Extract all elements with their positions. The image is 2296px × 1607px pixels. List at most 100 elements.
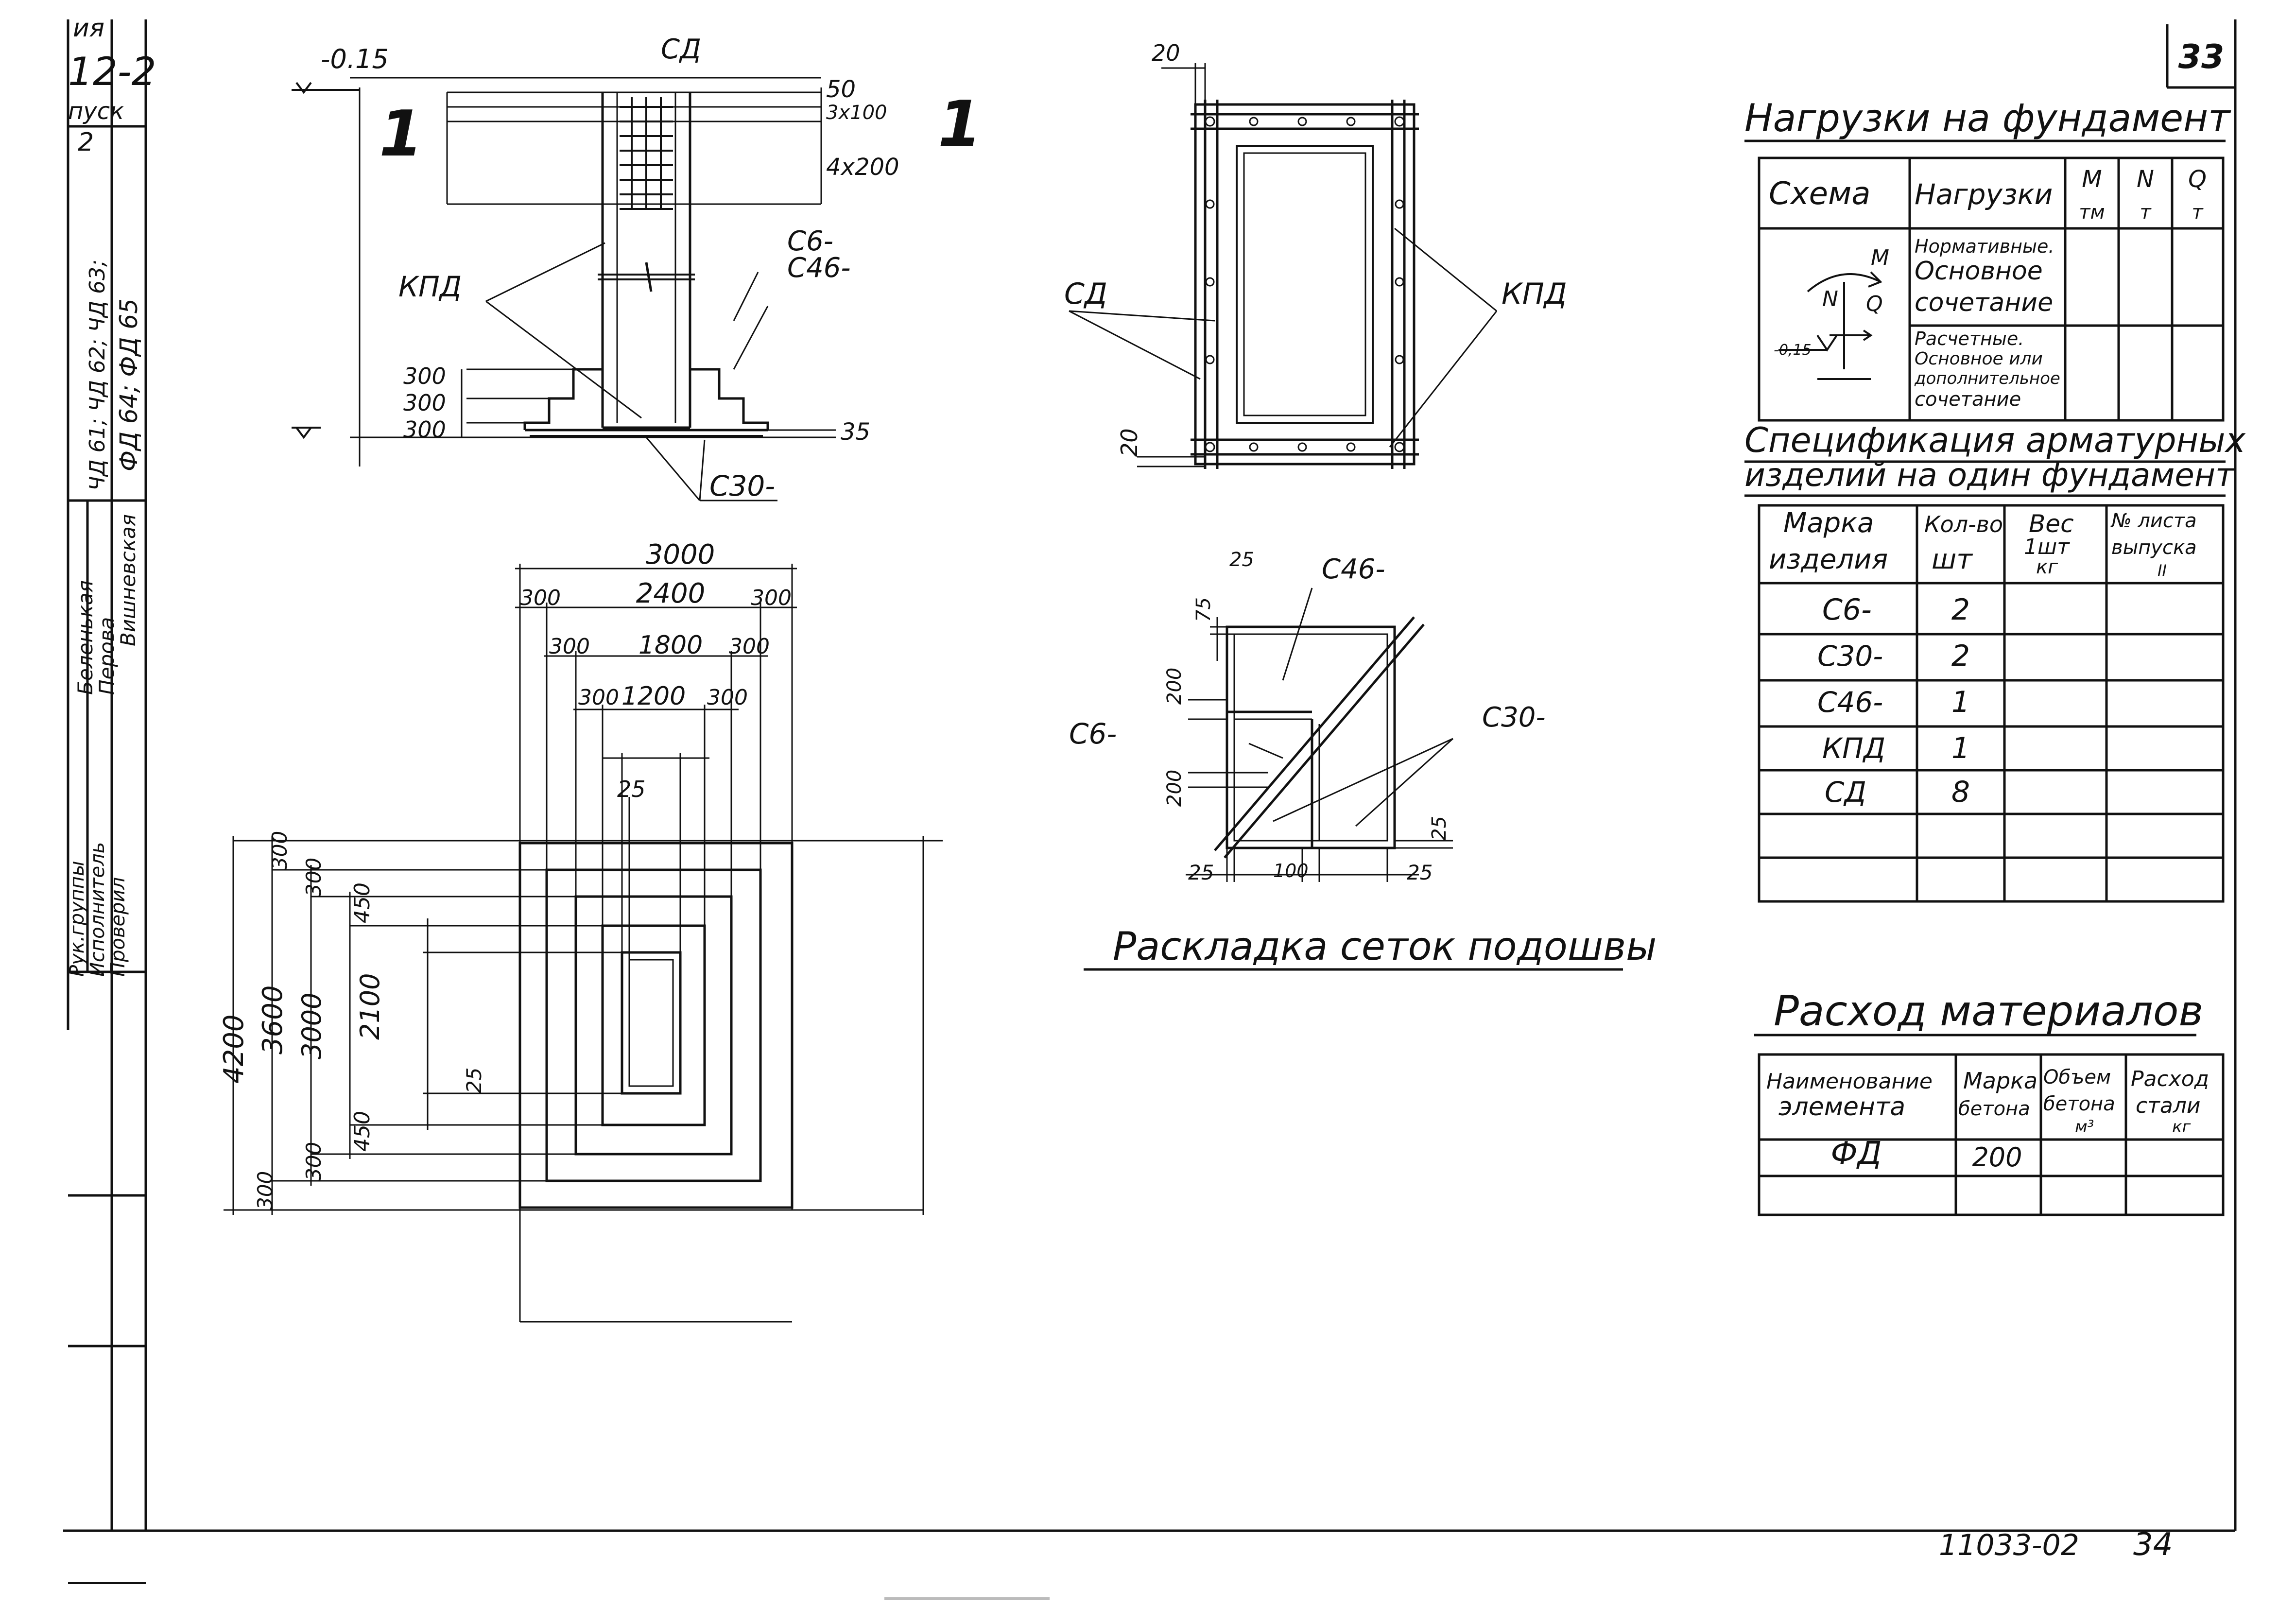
loads-title: Нагрузки на фундамент (1744, 97, 2231, 140)
loads-header-scheme: Схема (1769, 176, 1870, 212)
materials-header-volume-1: Объем (2043, 1066, 2111, 1089)
dim-300-v-4: 300 (253, 1171, 277, 1210)
foundation-plan: 3000 2400 1800 1200 300 300 300 300 300 … (218, 539, 943, 1323)
materials-row-grade: 200 (1972, 1142, 2022, 1173)
stamp-ref-2: ФД 64; ФД 65 (115, 298, 143, 471)
spec-header-qty-2: шт (1932, 544, 1973, 575)
scheme-elev: -0,15 (1774, 342, 1812, 359)
mesh-dim-200-a: 200 (1163, 668, 1186, 705)
loads-header-loads: Нагрузки (1915, 178, 2053, 211)
dim-20-top: 20 (1152, 40, 1180, 66)
sheet-frame (63, 19, 2237, 1584)
mesh-dim-25-d: 25 (1428, 816, 1450, 841)
spec-row: КПД 1 (1822, 731, 1970, 765)
dim-300-top-r: 300 (751, 586, 792, 610)
dim-3600: 3600 (257, 985, 289, 1054)
spec-header-sheet-3: II (2158, 561, 2167, 580)
section-1-1: -0.15 СД 1 1 50 3х100 4х200 КПД С6- С46-… (292, 34, 982, 502)
materials-header-name-1: Наименование (1766, 1069, 1933, 1094)
load-scheme-sketch (1778, 271, 1882, 380)
dim-450-top: 450 (350, 882, 375, 923)
materials-header-steel-2: стали (2136, 1093, 2201, 1118)
dim-20-bottom: 20 (1116, 428, 1142, 457)
loads-header-n: N (2137, 166, 2154, 193)
stamp-name-2: Перова (95, 617, 119, 695)
corner-bars (1205, 116, 1405, 452)
section-mark-left: 1 (379, 97, 423, 171)
stamp-role-3: Проверил (107, 877, 129, 977)
spec-row-mark: КПД (1822, 732, 1885, 765)
label-sd: СД (661, 34, 701, 65)
stamp-name-3: Вишневская (116, 514, 140, 646)
sheet-number: 34 (2133, 1527, 2173, 1563)
spec-header-mark-1: Марка (1783, 507, 1874, 539)
spec-header-weight-1: Вес (2029, 510, 2074, 538)
cage-bars (620, 97, 673, 429)
stamp-ref-1: ЧД 61; ЧД 62; ЧД 63; (85, 259, 110, 491)
spec-row: СД 8 (1825, 775, 1970, 809)
loads-row1-l1: Нормативные. (1915, 236, 2054, 257)
spec-header-sheet-2: выпуска (2111, 536, 2197, 559)
doc-code: 11033-02 (1939, 1528, 2079, 1562)
spec-row-qty: 2 (1951, 593, 1970, 627)
spec-row: С6- 2 (1822, 593, 1970, 627)
stamp-line-4: 2 (78, 128, 94, 157)
spec-row-mark: С6- (1822, 593, 1872, 627)
label-c46: С46- (787, 252, 851, 284)
mesh-dim-200-b: 200 (1163, 770, 1186, 807)
spec-row: С30- 2 (1817, 639, 1970, 673)
dim-1200: 1200 (621, 682, 686, 711)
dim-300-top-l: 300 (520, 586, 561, 610)
label-c30: С30- (709, 469, 775, 502)
loads-table: Нагрузки на фундамент Схема Нагрузки М N… (1744, 97, 2231, 422)
label-c6: С6- (787, 225, 833, 257)
section-mark-right: 1 (938, 87, 982, 161)
dim-50: 50 (826, 76, 856, 103)
dim-300-v-3: 300 (302, 1142, 326, 1181)
spec-table: Спецификация арматурных изделий на один … (1744, 420, 2246, 903)
dim-3000-v: 3000 (296, 993, 327, 1059)
materials-header-steel-1: Расход (2131, 1067, 2209, 1091)
page-number: 33 (2178, 38, 2225, 76)
materials-header-volume-3: м³ (2075, 1117, 2094, 1137)
scheme-q: Q (1866, 292, 1883, 316)
dim-3x100: 3х100 (826, 102, 887, 124)
mesh-dim-75: 75 (1192, 597, 1215, 622)
dim-2400: 2400 (636, 578, 706, 609)
scheme-n: N (1822, 287, 1838, 311)
loads-row2-l2: Основное или (1915, 349, 2043, 369)
dim-300-mid-r: 300 (729, 634, 770, 659)
elevation-top: -0.15 (321, 44, 389, 74)
dim-300-low-l: 300 (578, 685, 619, 710)
spec-header-weight-3: кг (2036, 556, 2058, 578)
label-kpd: КПД (398, 270, 462, 303)
spec-title-2: изделий на один фундамент (1744, 456, 2235, 494)
dim-300-b: 300 (403, 390, 446, 416)
mesh-label-c30: С30- (1482, 702, 1546, 733)
loads-unit-q: т (2192, 201, 2204, 224)
dim-4x200: 4х200 (826, 154, 899, 181)
stamp-role-1: Рук.группы (66, 861, 88, 977)
loads-unit-m: тм (2079, 201, 2105, 224)
spec-row-qty: 1 (1951, 731, 1970, 765)
spec-header-sheet-1: № листа (2110, 510, 2197, 532)
loads-header-q: Q (2188, 166, 2207, 193)
dim-4200: 4200 (218, 1014, 250, 1084)
dim-35: 35 (841, 418, 870, 446)
spec-row-mark: С30- (1817, 639, 1883, 673)
mesh-layout: С46- С6- С30- 25 75 200 200 25 100 25 25… (1069, 549, 1657, 971)
dim-25-top: 25 (617, 776, 646, 802)
dim-25-side: 25 (462, 1068, 486, 1093)
spec-title-1: Спецификация арматурных (1744, 420, 2246, 460)
mesh-dim-100: 100 (1273, 860, 1309, 881)
materials-table: Расход материалов Наименование элемента … (1754, 987, 2225, 1216)
spec-row-qty: 8 (1951, 775, 1970, 809)
dim-300-c: 300 (403, 416, 446, 443)
dim-450-bottom: 450 (350, 1111, 375, 1152)
spec-header-weight-2: 1шт (2024, 535, 2070, 559)
materials-row-name: ФД (1830, 1136, 1882, 1172)
mesh-label-c46: С46- (1322, 553, 1385, 585)
stamp-role-2: Исполнитель (86, 842, 109, 977)
dim-300-v-1: 300 (268, 831, 292, 870)
